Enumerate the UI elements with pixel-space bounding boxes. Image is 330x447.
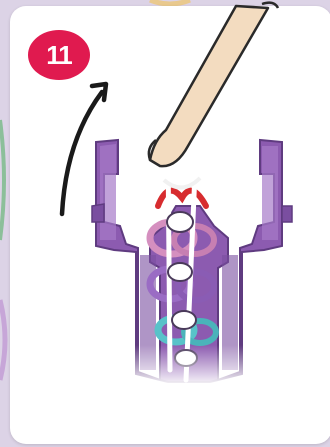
step-number-badge: 11 [28, 30, 90, 80]
crochet-hook-icon [149, 3, 278, 167]
band-red [158, 191, 206, 206]
